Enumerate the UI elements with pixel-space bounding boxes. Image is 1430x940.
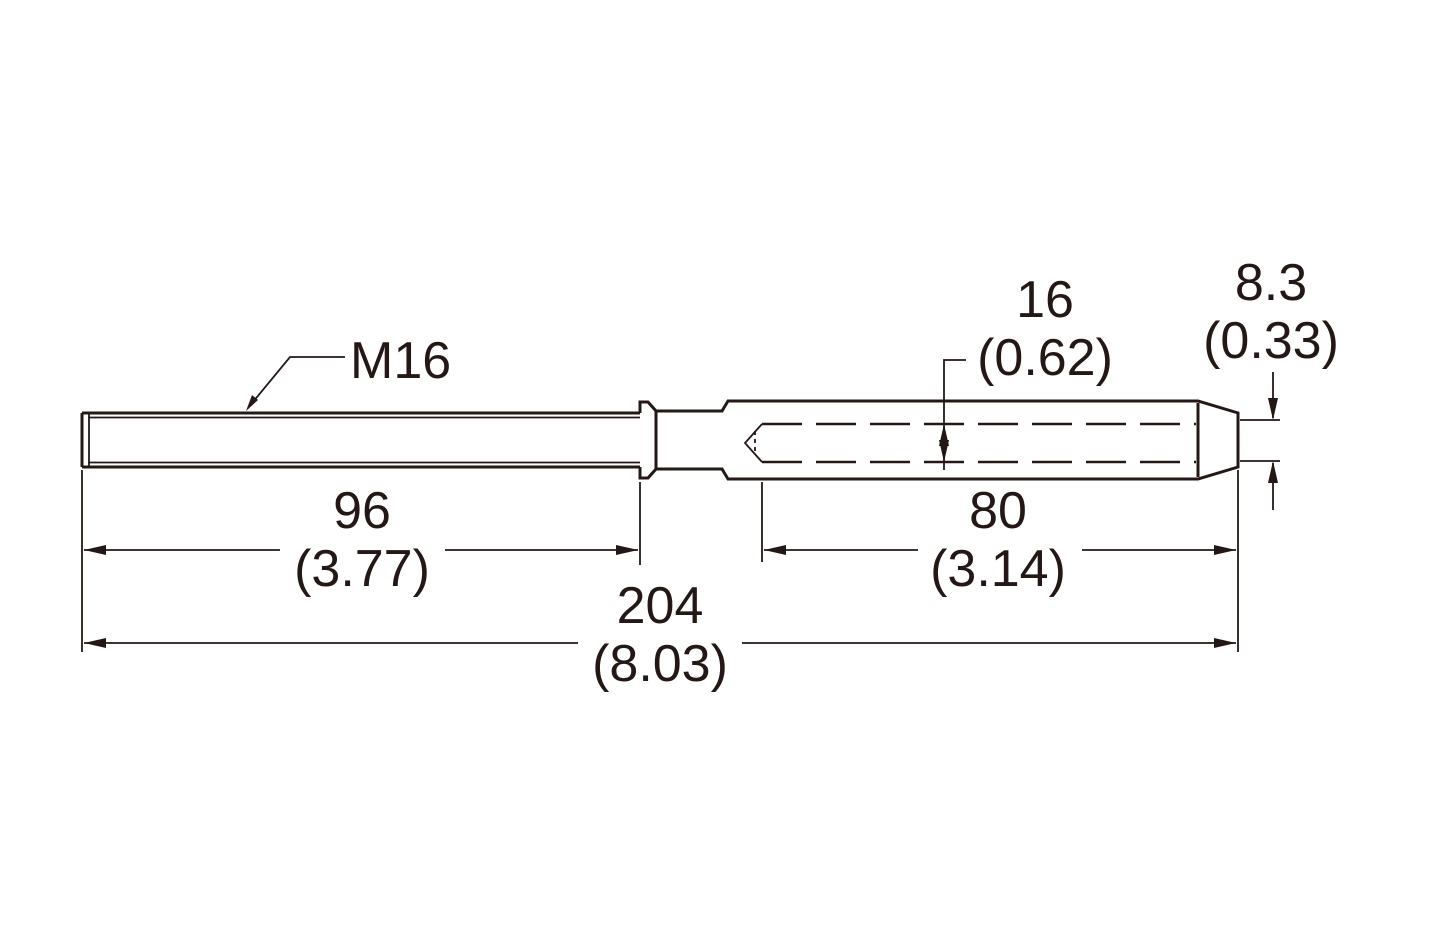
thread-label: M16 bbox=[350, 332, 451, 390]
neck-and-body bbox=[656, 399, 1240, 481]
bore-length-inch: (3.14) bbox=[930, 540, 1066, 598]
bore-diameter-mm: 16 bbox=[1016, 271, 1074, 329]
thread-callout: M16 bbox=[246, 332, 451, 411]
dimension-overall-length: 204 (8.03) bbox=[84, 577, 1236, 693]
overall-length-inch: (8.03) bbox=[592, 635, 728, 693]
bore-diameter-inch: (0.62) bbox=[977, 329, 1113, 387]
tip-width-mm: 8.3 bbox=[1235, 254, 1307, 312]
threaded-shank bbox=[80, 411, 640, 469]
dimension-bore-diameter: 16 (0.62) bbox=[939, 271, 1113, 470]
thread-length-inch: (3.77) bbox=[294, 540, 430, 598]
tip-width-inch: (0.33) bbox=[1203, 312, 1339, 370]
dimension-bore-length: 80 (3.14) bbox=[761, 470, 1239, 652]
thread-length-mm: 96 bbox=[333, 482, 391, 540]
dimension-tip-width: 8.3 (0.33) bbox=[1203, 254, 1339, 510]
hidden-bore bbox=[743, 422, 1196, 464]
collar bbox=[638, 400, 658, 480]
overall-length-mm: 204 bbox=[617, 577, 704, 635]
part-outline bbox=[80, 399, 1240, 481]
dimension-thread-length: 96 (3.77) bbox=[81, 470, 641, 652]
bore-length-mm: 80 bbox=[969, 482, 1027, 540]
